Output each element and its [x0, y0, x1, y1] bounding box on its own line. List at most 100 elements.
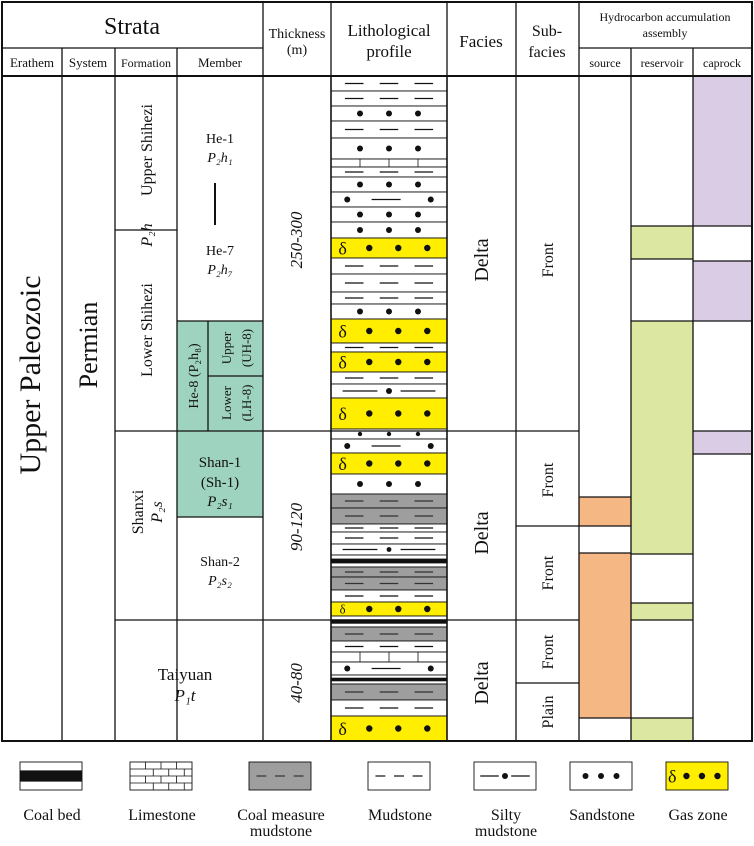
he1-label: He-1: [206, 132, 234, 147]
coalmud-layer: [330, 576, 448, 591]
gas-layer: δ: [330, 351, 448, 373]
limestone-layer: [129, 761, 193, 791]
thickness-shihezi: 250-300: [287, 211, 306, 268]
silty-layer: [330, 383, 448, 399]
caprock-fill-3: [693, 431, 752, 454]
gas-symbol: δ: [338, 719, 346, 739]
subfacies-shanxi-front-2: Front: [540, 555, 557, 590]
reservoir-fill-4: [631, 718, 693, 741]
mudstone-layer: [330, 257, 448, 275]
upper-shihezi-label: Upper Shihezi: [139, 103, 156, 196]
member-header: Member: [198, 55, 243, 70]
subfacies-shihezi-front: Front: [540, 242, 557, 277]
mudstone-layer: [330, 166, 448, 178]
coalmud-layer: [330, 507, 448, 525]
source-fill-1: [579, 497, 631, 526]
hc-fills: [579, 76, 752, 741]
facies-shanxi: Delta: [471, 511, 493, 554]
gas-layer: δ: [330, 237, 448, 259]
mudstone-layer: [330, 699, 448, 717]
legend-label-gas: Gas zone: [668, 807, 727, 824]
shanxi-label: Shanxi: [130, 489, 147, 534]
thickness-header: Thickness: [269, 27, 326, 42]
litho-header-2: profile: [366, 42, 411, 61]
caprock-fill-2: [693, 261, 752, 321]
sandstone-layer: [330, 303, 448, 320]
gas-layer: δ: [330, 397, 448, 430]
coalmud-layer: [248, 761, 312, 791]
gas-layer: δ: [330, 452, 448, 475]
taiyuan-symbol: P₁t: [173, 686, 196, 705]
coalmud-layer: [330, 566, 448, 578]
sandstone-layer: [330, 137, 448, 160]
table-grid: [1, 1, 753, 742]
subfacies-taiyuan-front: Front: [540, 634, 557, 669]
gas-symbol: δ: [338, 352, 346, 372]
caprock-fill-1: [693, 76, 752, 226]
legend-label-limestone: Limestone: [128, 807, 196, 824]
sandstone-layer: [330, 206, 448, 223]
shan2-symbol: P₂s₂: [207, 574, 232, 589]
subfacies-shanxi-front-1: Front: [540, 462, 557, 497]
shan1-symbol: P₂s₁: [206, 494, 232, 510]
upper-shihezi-symbol: P₂h: [139, 223, 156, 247]
facies-taiyuan: Delta: [471, 661, 493, 704]
sandstone-layer: [330, 176, 448, 193]
he7-label: He-7: [206, 244, 234, 259]
shanxi-symbol: P₂s: [149, 501, 166, 524]
thickness-shanxi: 90-120: [287, 502, 306, 551]
coal-layer: [19, 761, 83, 791]
facies-header: Facies: [459, 32, 502, 51]
mudstone-layer: [330, 90, 448, 107]
facies-shihezi: Delta: [471, 238, 493, 281]
legend-label-mudstone: Mudstone: [368, 807, 432, 824]
mudstone-layer: [330, 120, 448, 139]
silty-layer: [473, 761, 537, 791]
header-texts: Strata Thickness (m) Lithological profil…: [10, 10, 741, 70]
sandstone-layer: [330, 105, 448, 122]
subfacies-header-1: Sub-: [532, 23, 562, 40]
legend-item-mudstone: Mudstone: [367, 761, 432, 824]
subfacies-taiyuan-plain: Plain: [540, 696, 557, 729]
shan1-label: Shan-1: [199, 455, 242, 471]
gas-symbol: δ: [338, 454, 346, 474]
silty-sand-layer: [330, 191, 448, 208]
lower-he8-label: Lower: [219, 385, 234, 420]
silty-sand-layer: [330, 661, 448, 676]
lower-shihezi-label: Lower Shihezi: [139, 283, 156, 377]
hc-header-2: assembly: [643, 26, 688, 40]
reservoir-header: reservoir: [641, 56, 684, 70]
mudstone-layer: [330, 523, 448, 533]
gas-symbol: δ: [338, 404, 346, 424]
mudstone-layer: [330, 371, 448, 385]
gas-layer: δ: [330, 715, 448, 742]
gas-symbol: δ: [668, 766, 676, 786]
coal-layer: [330, 615, 448, 628]
mudstone-layer: [330, 75, 448, 92]
upper-he8-code: (UH-8): [239, 329, 254, 367]
coal-layer: [330, 674, 448, 685]
system-label: Permian: [74, 302, 103, 389]
caprock-header: caprock: [703, 56, 741, 70]
sandstone-layer: [330, 473, 448, 495]
shan1-code: (Sh-1): [201, 475, 239, 491]
he1-symbol: P₂h₁: [206, 151, 232, 166]
sandstone-layer: [569, 761, 633, 791]
mudstone-layer: [367, 761, 431, 791]
coalmud-layer: [330, 493, 448, 509]
thickness-taiyuan: 40-80: [287, 663, 306, 703]
mudstone-layer: [330, 273, 448, 293]
reservoir-fill-2: [631, 321, 693, 554]
silty-sand-layer: [330, 438, 448, 454]
coal-layer: [330, 554, 448, 568]
he7-symbol: P₂h₇: [206, 263, 232, 278]
member-texts: He-1 P₂h₁ He-7 P₂h₇ Shan-1 (Sh-1) P₂s₁ S…: [158, 132, 242, 705]
mudstone-layer: [330, 640, 448, 653]
